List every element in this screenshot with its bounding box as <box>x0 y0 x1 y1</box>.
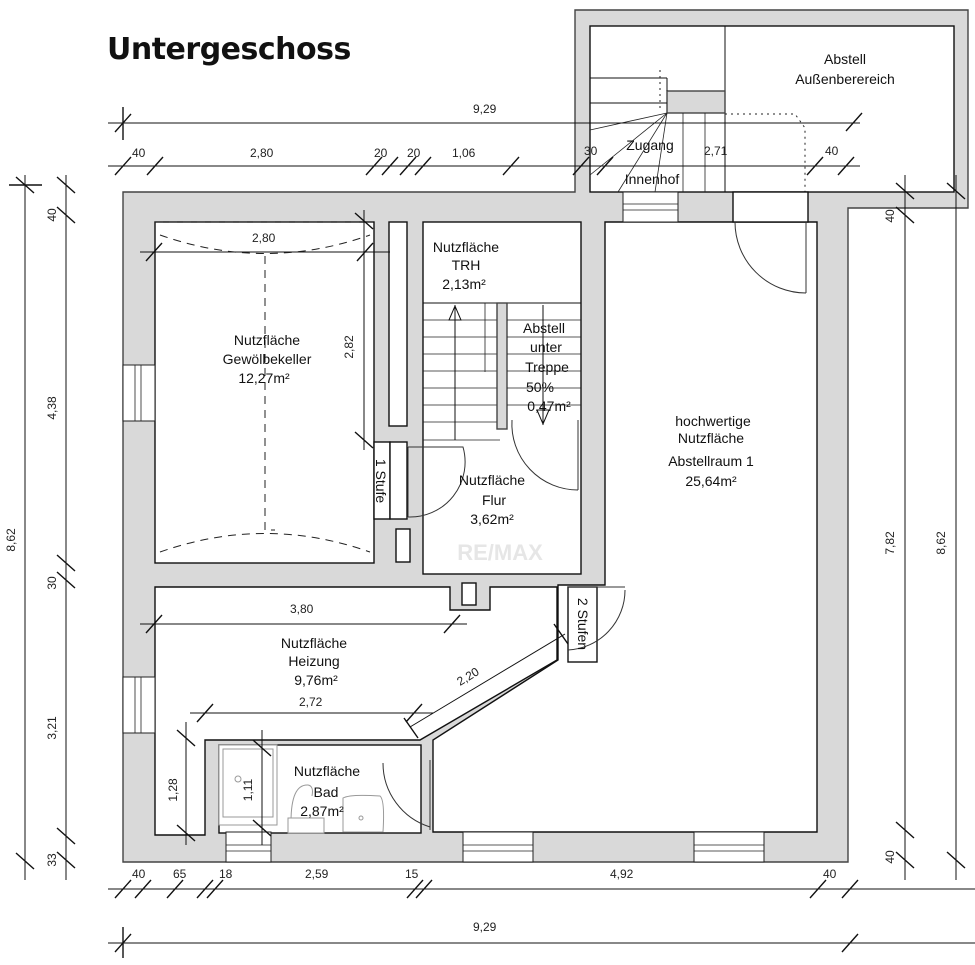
bathroom-fixtures <box>218 744 385 834</box>
room-abstellraum <box>432 221 818 833</box>
room-aussen <box>589 25 955 193</box>
sink <box>342 794 385 833</box>
dim-left-seg: 4,38 <box>45 396 59 420</box>
dim-top-seg: 20 <box>407 146 421 160</box>
dim-left-seg: 3,21 <box>45 716 59 740</box>
label-trh: Nutzfläche TRH 2,13m² <box>433 239 499 292</box>
dim-bottom-seg: 40 <box>823 867 837 881</box>
svg-text:hochwertige: hochwertige <box>675 413 751 429</box>
dim-bottom-seg: 15 <box>405 867 419 881</box>
toilet <box>290 784 313 823</box>
dim-bottom-seg: 2,59 <box>305 867 329 881</box>
svg-text:Innenhof: Innenhof <box>625 171 680 187</box>
svg-text:Nutzfläche: Nutzfläche <box>433 239 499 255</box>
room-gewoelbekeller <box>154 221 375 564</box>
dim-bottom-seg: 4,92 <box>610 867 634 881</box>
dim-bottom-seg: 65 <box>173 867 187 881</box>
dim-right-total: 8,62 <box>934 531 948 555</box>
svg-text:Nutzfläche: Nutzfläche <box>459 472 525 488</box>
dim-top-seg: 2,80 <box>250 146 274 160</box>
svg-text:9,76m²: 9,76m² <box>294 672 338 688</box>
dim-right-inner: 40 <box>883 209 897 223</box>
svg-text:Gewölbekeller: Gewölbekeller <box>223 351 312 367</box>
label-abstellraum: hochwertige Nutzfläche Abstellraum 1 25,… <box>668 413 754 489</box>
svg-text:Nutzfläche: Nutzfläche <box>234 332 300 348</box>
svg-text:Zugang: Zugang <box>626 137 673 153</box>
step-box <box>389 441 408 520</box>
wall-niche <box>388 221 408 427</box>
dim-top-total: 9,29 <box>473 102 497 116</box>
label-gewoelbekeller: Nutzfläche Gewölbekeller 12,27m² <box>223 332 312 386</box>
svg-text:Bad: Bad <box>314 784 339 800</box>
dim-top-seg: 30 <box>584 144 598 158</box>
stairs-main <box>423 302 581 441</box>
dim-right-inner: 40 <box>883 850 897 864</box>
dim-bad-height-inner: 1,11 <box>241 778 255 801</box>
svg-text:2,87m²: 2,87m² <box>300 803 344 819</box>
svg-text:TRH: TRH <box>452 257 481 273</box>
dim-top-seg: 1,06 <box>452 146 476 160</box>
label-flur: Nutzfläche Flur 3,62m² <box>459 472 525 527</box>
dim-bottom-seg: 18 <box>219 867 233 881</box>
windows <box>122 191 765 863</box>
label-aussen: Abstell Außenberereich <box>795 51 895 87</box>
dim-keller-height: 2,82 <box>342 335 356 359</box>
arrow-down-icon <box>536 409 550 426</box>
step-box <box>567 586 598 663</box>
label-zugang: Zugang Innenhof <box>625 137 680 187</box>
vault-outline <box>155 221 374 553</box>
svg-text:Abstell: Abstell <box>824 51 866 67</box>
svg-text:25,64m²: 25,64m² <box>685 473 737 489</box>
doors <box>382 191 809 830</box>
dim-left-seg: 40 <box>45 208 59 222</box>
dim-right-inner: 7,82 <box>883 531 897 555</box>
dim-bad-width: 2,72 <box>299 695 323 709</box>
svg-text:3,62m²: 3,62m² <box>470 511 514 527</box>
svg-text:Außenberereich: Außenberereich <box>795 71 895 87</box>
dim-top-seg: 40 <box>825 144 839 158</box>
svg-text:Nutzfläche: Nutzfläche <box>678 430 744 446</box>
svg-text:2,13m²: 2,13m² <box>442 276 486 292</box>
arrow-up-icon <box>448 304 462 321</box>
label-abstell-treppe: Abstell unter Treppe 50% 0,47m² <box>523 320 571 414</box>
dim-top-seg: 40 <box>132 146 146 160</box>
dim-left-seg: 33 <box>45 853 59 867</box>
dim-top-seg: 20 <box>374 146 388 160</box>
svg-text:Heizung: Heizung <box>288 653 339 669</box>
svg-text:12,27m²: 12,27m² <box>238 370 290 386</box>
dim-left-total: 8,62 <box>4 528 18 552</box>
stairs-zugang <box>589 70 806 193</box>
svg-text:Flur: Flur <box>482 492 506 508</box>
dim-keller-width: 2,80 <box>252 231 276 245</box>
dim-bottom-total: 9,29 <box>473 920 497 934</box>
dim-top-seg: 2,71 <box>704 144 728 158</box>
page-title: Untergeschoss <box>107 32 351 67</box>
svg-text:Abstell: Abstell <box>523 320 565 336</box>
label-two-steps: 2 Stufen <box>575 598 591 650</box>
label-one-step: 1 Stufe <box>373 459 389 504</box>
svg-text:Abstellraum 1: Abstellraum 1 <box>668 453 754 469</box>
label-heizung: Nutzfläche Heizung 9,76m² <box>281 635 347 688</box>
dimension-lines <box>9 107 975 958</box>
svg-text:0,47m²: 0,47m² <box>527 398 571 414</box>
svg-text:Nutzfläche: Nutzfläche <box>294 763 360 779</box>
dim-bad-height-outer: 1,28 <box>166 778 180 802</box>
dim-left-seg: 30 <box>45 576 59 590</box>
room-heizung <box>154 586 558 836</box>
svg-text:unter: unter <box>530 339 562 355</box>
label-bad: Nutzfläche Bad 2,87m² <box>294 763 360 819</box>
watermark: RE/MAX <box>457 540 543 565</box>
pillar <box>461 582 477 606</box>
svg-text:Nutzfläche: Nutzfläche <box>281 635 347 651</box>
dim-heizung-width: 3,80 <box>290 602 314 616</box>
svg-text:50%: 50% <box>526 379 554 395</box>
svg-text:Treppe: Treppe <box>525 359 569 375</box>
dim-bottom-seg: 40 <box>132 867 146 881</box>
pillar <box>395 528 411 563</box>
